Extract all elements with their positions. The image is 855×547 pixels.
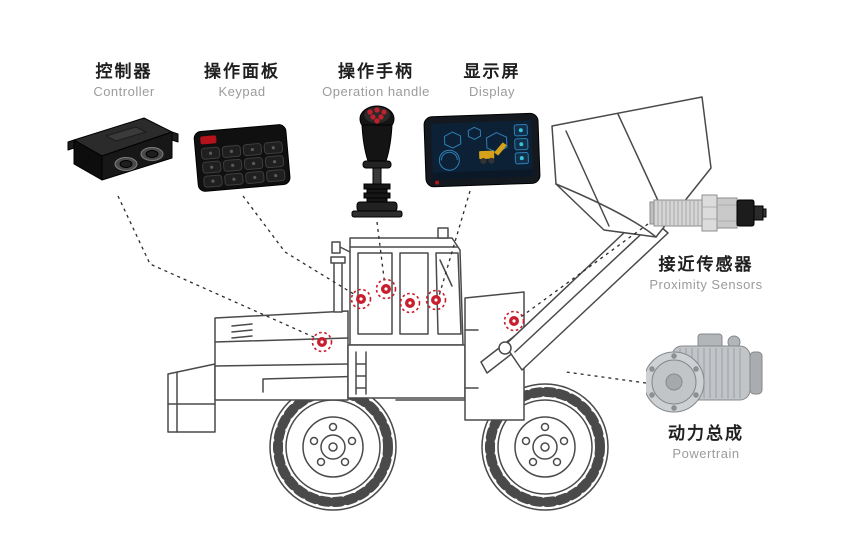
display-label: 显示屏 Display <box>434 62 550 100</box>
proximity-sensors-label-zh: 接近传感器 <box>658 255 754 274</box>
controller-image <box>64 106 182 199</box>
proximity-sensors-image <box>648 183 768 250</box>
joystick-buttons <box>367 107 387 124</box>
connection-marker <box>425 289 447 311</box>
powertrain-label-en: Powertrain <box>672 446 740 462</box>
cab <box>331 227 464 346</box>
operation-handle-label-en: Operation handle <box>322 84 430 100</box>
counterweight <box>167 363 216 433</box>
controller-label-zh: 控制器 <box>95 62 153 81</box>
operation-handle-label: 操作手柄 Operation handle <box>316 62 436 100</box>
connection-marker <box>375 278 397 300</box>
rear-wheel <box>269 383 397 511</box>
keypad-label-zh: 操作面板 <box>204 62 280 81</box>
connector-display <box>438 190 471 297</box>
proximity-sensors-label-en: Proximity Sensors <box>649 277 763 293</box>
front-wheel <box>481 383 609 511</box>
display-screen <box>431 120 533 180</box>
connection-marker <box>399 292 421 314</box>
controller-label-en: Controller <box>93 84 155 100</box>
boom-arm <box>504 212 669 371</box>
connection-marker <box>350 288 372 310</box>
controller-label: 控制器 Controller <box>66 62 182 100</box>
connector-keypad <box>242 195 358 297</box>
operation-handle-image <box>349 103 407 226</box>
dashed-connectors <box>117 190 649 384</box>
powertrain-label: 动力总成 Powertrain <box>626 424 786 462</box>
display-image <box>423 109 545 196</box>
keypad-label-en: Keypad <box>218 84 266 100</box>
operation-handle-label-zh: 操作手柄 <box>338 62 414 81</box>
display-loader-graphic <box>479 142 507 165</box>
connection-marker <box>311 331 333 353</box>
connector-controller <box>117 195 319 340</box>
display-label-en: Display <box>468 84 516 100</box>
keypad-logo <box>200 135 217 145</box>
powertrain-image <box>643 330 768 430</box>
connection-marker <box>503 310 525 332</box>
connection-markers <box>311 278 525 353</box>
keypad-label: 操作面板 Keypad <box>184 62 300 100</box>
display-label-zh: 显示屏 <box>463 62 521 81</box>
engine-body <box>214 310 349 401</box>
connector-proximity <box>517 223 649 320</box>
keypad-image <box>192 118 292 201</box>
powertrain-label-zh: 动力总成 <box>668 424 744 443</box>
proximity-sensors-label: 接近传感器 Proximity Sensors <box>626 255 786 293</box>
connector-powertrain <box>565 371 647 384</box>
wheel-loader-illustration <box>167 96 712 511</box>
